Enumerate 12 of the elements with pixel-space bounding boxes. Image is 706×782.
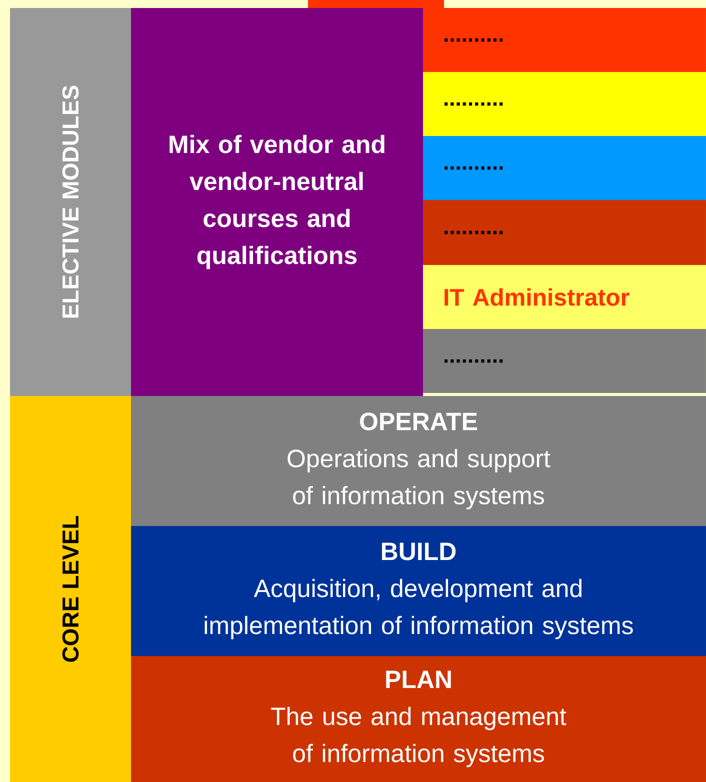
module-row: ..........	[423, 136, 706, 200]
module-box: Mix of vendor and vendor-neutral courses and qualifications	[131, 8, 423, 396]
module-row: ..........	[423, 200, 706, 265]
level-band: PLAN The use and management of information systems	[131, 656, 706, 782]
module-row: ..........	[423, 329, 706, 393]
side-band: CORE LEVEL	[10, 396, 131, 782]
side-band: ELECTIVE MODULES	[10, 8, 131, 396]
module-row: IT Administrator	[423, 265, 706, 329]
level-band: BUILD Acquisition, development and implementation of information systems	[131, 526, 706, 656]
level-band: OPERATE Operations and support of information systems	[131, 396, 706, 526]
module-row: ..........	[423, 8, 706, 72]
module-row: ..........	[423, 72, 706, 136]
